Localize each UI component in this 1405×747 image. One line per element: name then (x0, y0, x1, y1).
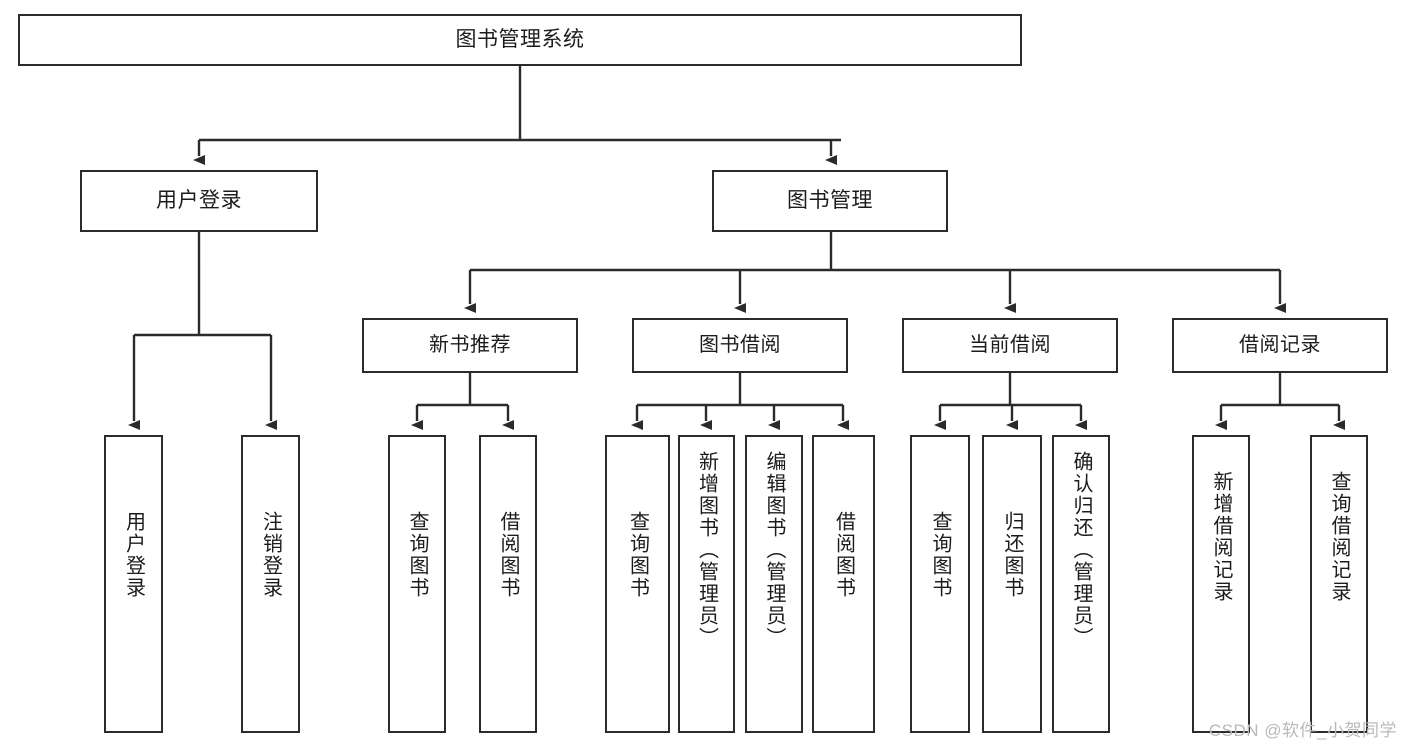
node-leaf-8[interactable]: 查询图书 (910, 435, 970, 733)
node-leaf-7[interactable]: 借阅图书 (812, 435, 875, 733)
node-label: 当前借阅 (969, 333, 1051, 356)
node-level3-1[interactable]: 图书借阅 (632, 318, 848, 373)
node-level3-3[interactable]: 借阅记录 (1172, 318, 1388, 373)
node-level2-0[interactable]: 用户登录 (80, 170, 318, 232)
node-leaf-12[interactable]: 查询借阅记录 (1310, 435, 1368, 733)
node-label: 借阅图书 (497, 511, 519, 599)
node-leaf-0[interactable]: 用户登录 (104, 435, 163, 733)
node-label: 图书管理 (787, 188, 873, 212)
node-leaf-6[interactable]: 编辑图书（管理员） (745, 435, 803, 733)
node-level3-0[interactable]: 新书推荐 (362, 318, 578, 373)
node-leaf-10[interactable]: 确认归还（管理员） (1052, 435, 1110, 733)
node-label: 新书推荐 (429, 333, 511, 356)
node-level2-1[interactable]: 图书管理 (712, 170, 948, 232)
node-leaf-1[interactable]: 注销登录 (241, 435, 300, 733)
node-label: 归还图书 (1001, 511, 1023, 599)
node-label: 图书借阅 (699, 333, 781, 356)
node-label: 注销登录 (259, 511, 282, 599)
node-root-system[interactable]: 图书管理系统 (18, 14, 1022, 66)
node-label: 图书管理系统 (455, 27, 585, 51)
node-label: 查询图书 (626, 511, 649, 599)
node-leaf-4[interactable]: 查询图书 (605, 435, 670, 733)
node-label: 借阅图书 (832, 511, 855, 599)
node-label: 新增图书（管理员） (695, 451, 718, 649)
node-leaf-5[interactable]: 新增图书（管理员） (678, 435, 735, 733)
node-leaf-3[interactable]: 借阅图书 (479, 435, 537, 733)
node-leaf-11[interactable]: 新增借阅记录 (1192, 435, 1250, 733)
node-label: 确认归还（管理员） (1070, 451, 1092, 649)
node-label: 查询图书 (406, 511, 428, 599)
node-label: 借阅记录 (1239, 333, 1321, 356)
node-label: 查询图书 (929, 511, 951, 599)
node-label: 用户登录 (122, 511, 145, 599)
node-leaf-9[interactable]: 归还图书 (982, 435, 1042, 733)
node-label: 用户登录 (156, 188, 242, 212)
node-label: 编辑图书（管理员） (763, 451, 785, 649)
node-label: 查询借阅记录 (1328, 471, 1350, 603)
node-leaf-2[interactable]: 查询图书 (388, 435, 446, 733)
node-label: 新增借阅记录 (1210, 471, 1232, 603)
node-level3-2[interactable]: 当前借阅 (902, 318, 1118, 373)
